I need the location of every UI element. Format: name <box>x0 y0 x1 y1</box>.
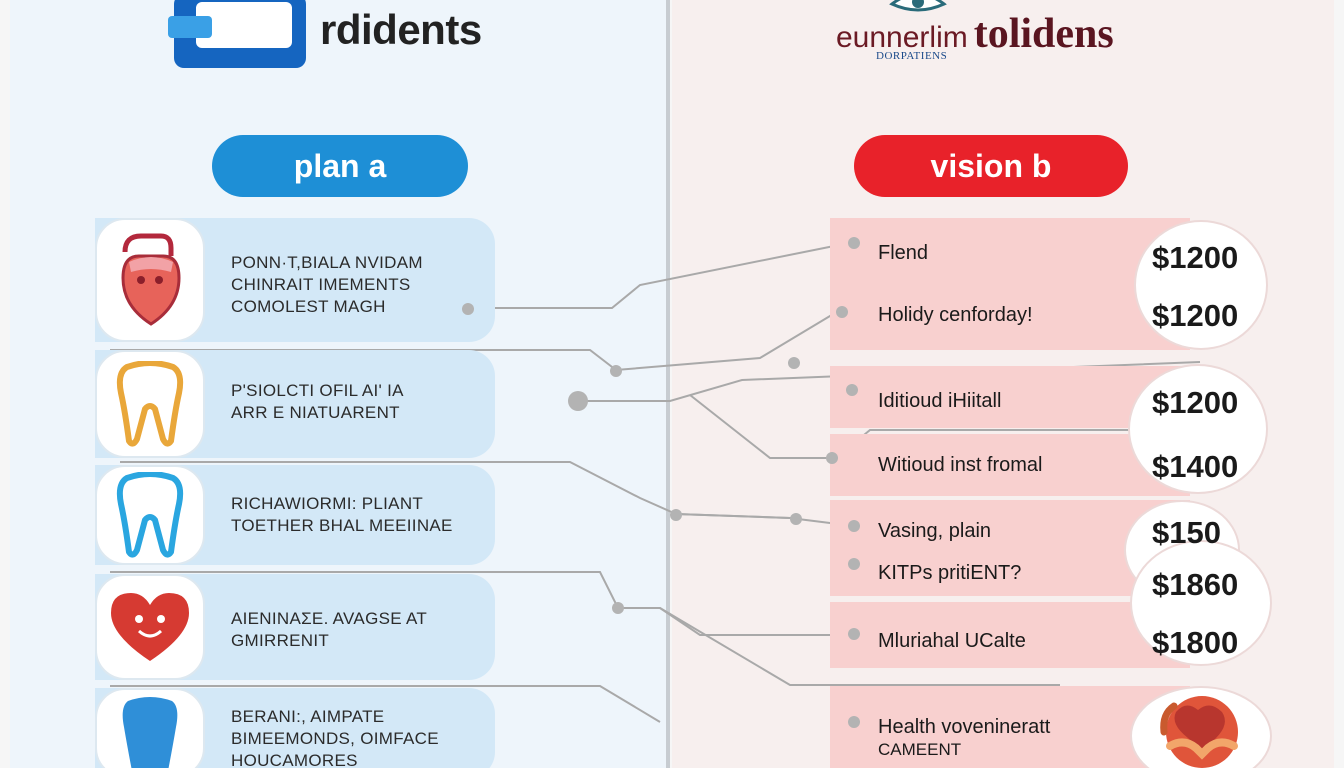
bullet-dot <box>836 306 848 318</box>
price-value: $1400 <box>1152 449 1239 484</box>
bullet-dot <box>826 452 838 464</box>
row-text: PONN·T,BIALA NVIDAM CHINRAIT IMEMENTS CO… <box>231 252 423 318</box>
logo-tab <box>168 16 212 38</box>
price-circle <box>1130 540 1272 666</box>
vision-b-row-1 <box>830 218 1190 350</box>
row-line: BERANI:, AIMPATE <box>231 707 385 726</box>
row-text: BERANI:, AIMPATE BIMEEMONDS, OIMFACE HOU… <box>231 706 439 768</box>
row-line: GMIRRENIT <box>231 631 330 650</box>
bullet-dot <box>670 509 682 521</box>
plan-a-row-2: P'SIOLCTI OFIL AI' IA ARR E NIATUARENT <box>95 350 495 458</box>
vision-item-label: Vasing, plain <box>878 520 992 542</box>
right-brand-subtitle: DORPATIENS <box>876 50 948 62</box>
plan-a-row-3: RICHAWIORMI: PLIANT TOETHER BHAL MEEIINA… <box>95 465 495 565</box>
row-line: P'SIOLCTI OFIL AI' IA <box>231 381 404 400</box>
vision-item-label: Mluriahal UCalte <box>878 630 1026 652</box>
center-divider <box>666 0 670 768</box>
vision-item-label: Health vovenineratt <box>878 716 1051 738</box>
row-line: TOETHER BHAL MEEIINAE <box>231 516 453 535</box>
vision-item-label: Iditioud iHiitall <box>878 390 1002 412</box>
row-text: AIENINAΣE. AVAGSE AT GMIRRENIT <box>231 608 427 652</box>
tooth-outline-yellow-icon <box>116 361 184 447</box>
plan-a-row-1: PONN·T,BIALA NVIDAM CHINRAIT IMEMENTS CO… <box>95 218 495 342</box>
bullet-dot <box>788 357 800 369</box>
bullet-dot <box>848 628 860 640</box>
left-brand-title: rdidents <box>320 6 482 53</box>
plan-a-logo <box>168 0 308 68</box>
price-value: $1860 <box>1152 567 1239 602</box>
row-line: AIENINAΣE. AVAGSE AT <box>231 609 428 628</box>
price-value: $1200 <box>1152 385 1239 420</box>
logo-screen <box>196 2 292 48</box>
vision-item-label: Holidy cenforday! <box>878 304 1033 326</box>
bullet-dot <box>568 391 588 411</box>
row-line: HOUCAMORES <box>231 751 358 768</box>
heart-organ-icon <box>121 233 181 326</box>
tooth-blue-icon <box>122 697 178 768</box>
bullet-dot <box>790 513 802 525</box>
eye-logo-icon <box>889 0 947 12</box>
plan-a-pill[interactable]: plan a <box>212 135 468 197</box>
bullet-dot <box>848 237 860 249</box>
row-line: ARR E NIATUARENT <box>231 403 400 422</box>
bullet-dot <box>846 384 858 396</box>
row-line: COMOLEST MAGH <box>231 297 386 316</box>
plan-a-row-4: AIENINAΣE. AVAGSE AT GMIRRENIT <box>95 574 495 680</box>
smiling-heart-icon <box>111 593 189 661</box>
row-icon-box <box>95 465 205 565</box>
right-brand-part2: tolidens <box>973 11 1114 57</box>
plan-a-row-5: BERANI:, AIMPATE BIMEEMONDS, OIMFACE HOU… <box>95 688 495 768</box>
row-icon-box <box>95 350 205 458</box>
row-text: RICHAWIORMI: PLIANT TOETHER BHAL MEEIINA… <box>231 493 453 537</box>
row-icon-box <box>95 688 205 768</box>
right-brand-part1: eunnerlim <box>836 21 968 54</box>
row-line: RICHAWIORMI: PLIANT <box>231 494 424 513</box>
vision-item-label: KITPs pritiENT? <box>878 562 1022 584</box>
bullet-dot <box>848 716 860 728</box>
row-icon-box <box>95 574 205 680</box>
vision-b-pill[interactable]: vision b <box>854 135 1128 197</box>
bullet-dot <box>848 558 860 570</box>
price-value: $1200 <box>1152 298 1239 333</box>
price-value: $1800 <box>1152 625 1239 660</box>
hands-heart-icon <box>1160 696 1238 768</box>
vision-item-label: Witioud inst fromal <box>878 454 1043 476</box>
vision-item-label: Flend <box>878 242 929 264</box>
row-line: PONN·T,BIALA NVIDAM <box>231 253 423 272</box>
vision-item-label: CAMEENT <box>878 740 962 759</box>
bullet-dot <box>462 303 474 315</box>
row-line: CHINRAIT IMEMENTS <box>231 275 411 294</box>
bullet-dot <box>612 602 624 614</box>
row-line: BIMEEMONDS, OIMFACE <box>231 729 439 748</box>
bullet-dot <box>848 520 860 532</box>
tooth-outline-blue-icon <box>116 472 184 558</box>
row-text: P'SIOLCTI OFIL AI' IA ARR E NIATUARENT <box>231 380 404 424</box>
row-icon-box <box>95 218 205 342</box>
bullet-dot <box>610 365 622 377</box>
price-value: $1200 <box>1152 240 1239 275</box>
price-circle <box>1134 220 1268 350</box>
price-value: $150 <box>1152 515 1221 550</box>
price-circle <box>1128 364 1268 494</box>
